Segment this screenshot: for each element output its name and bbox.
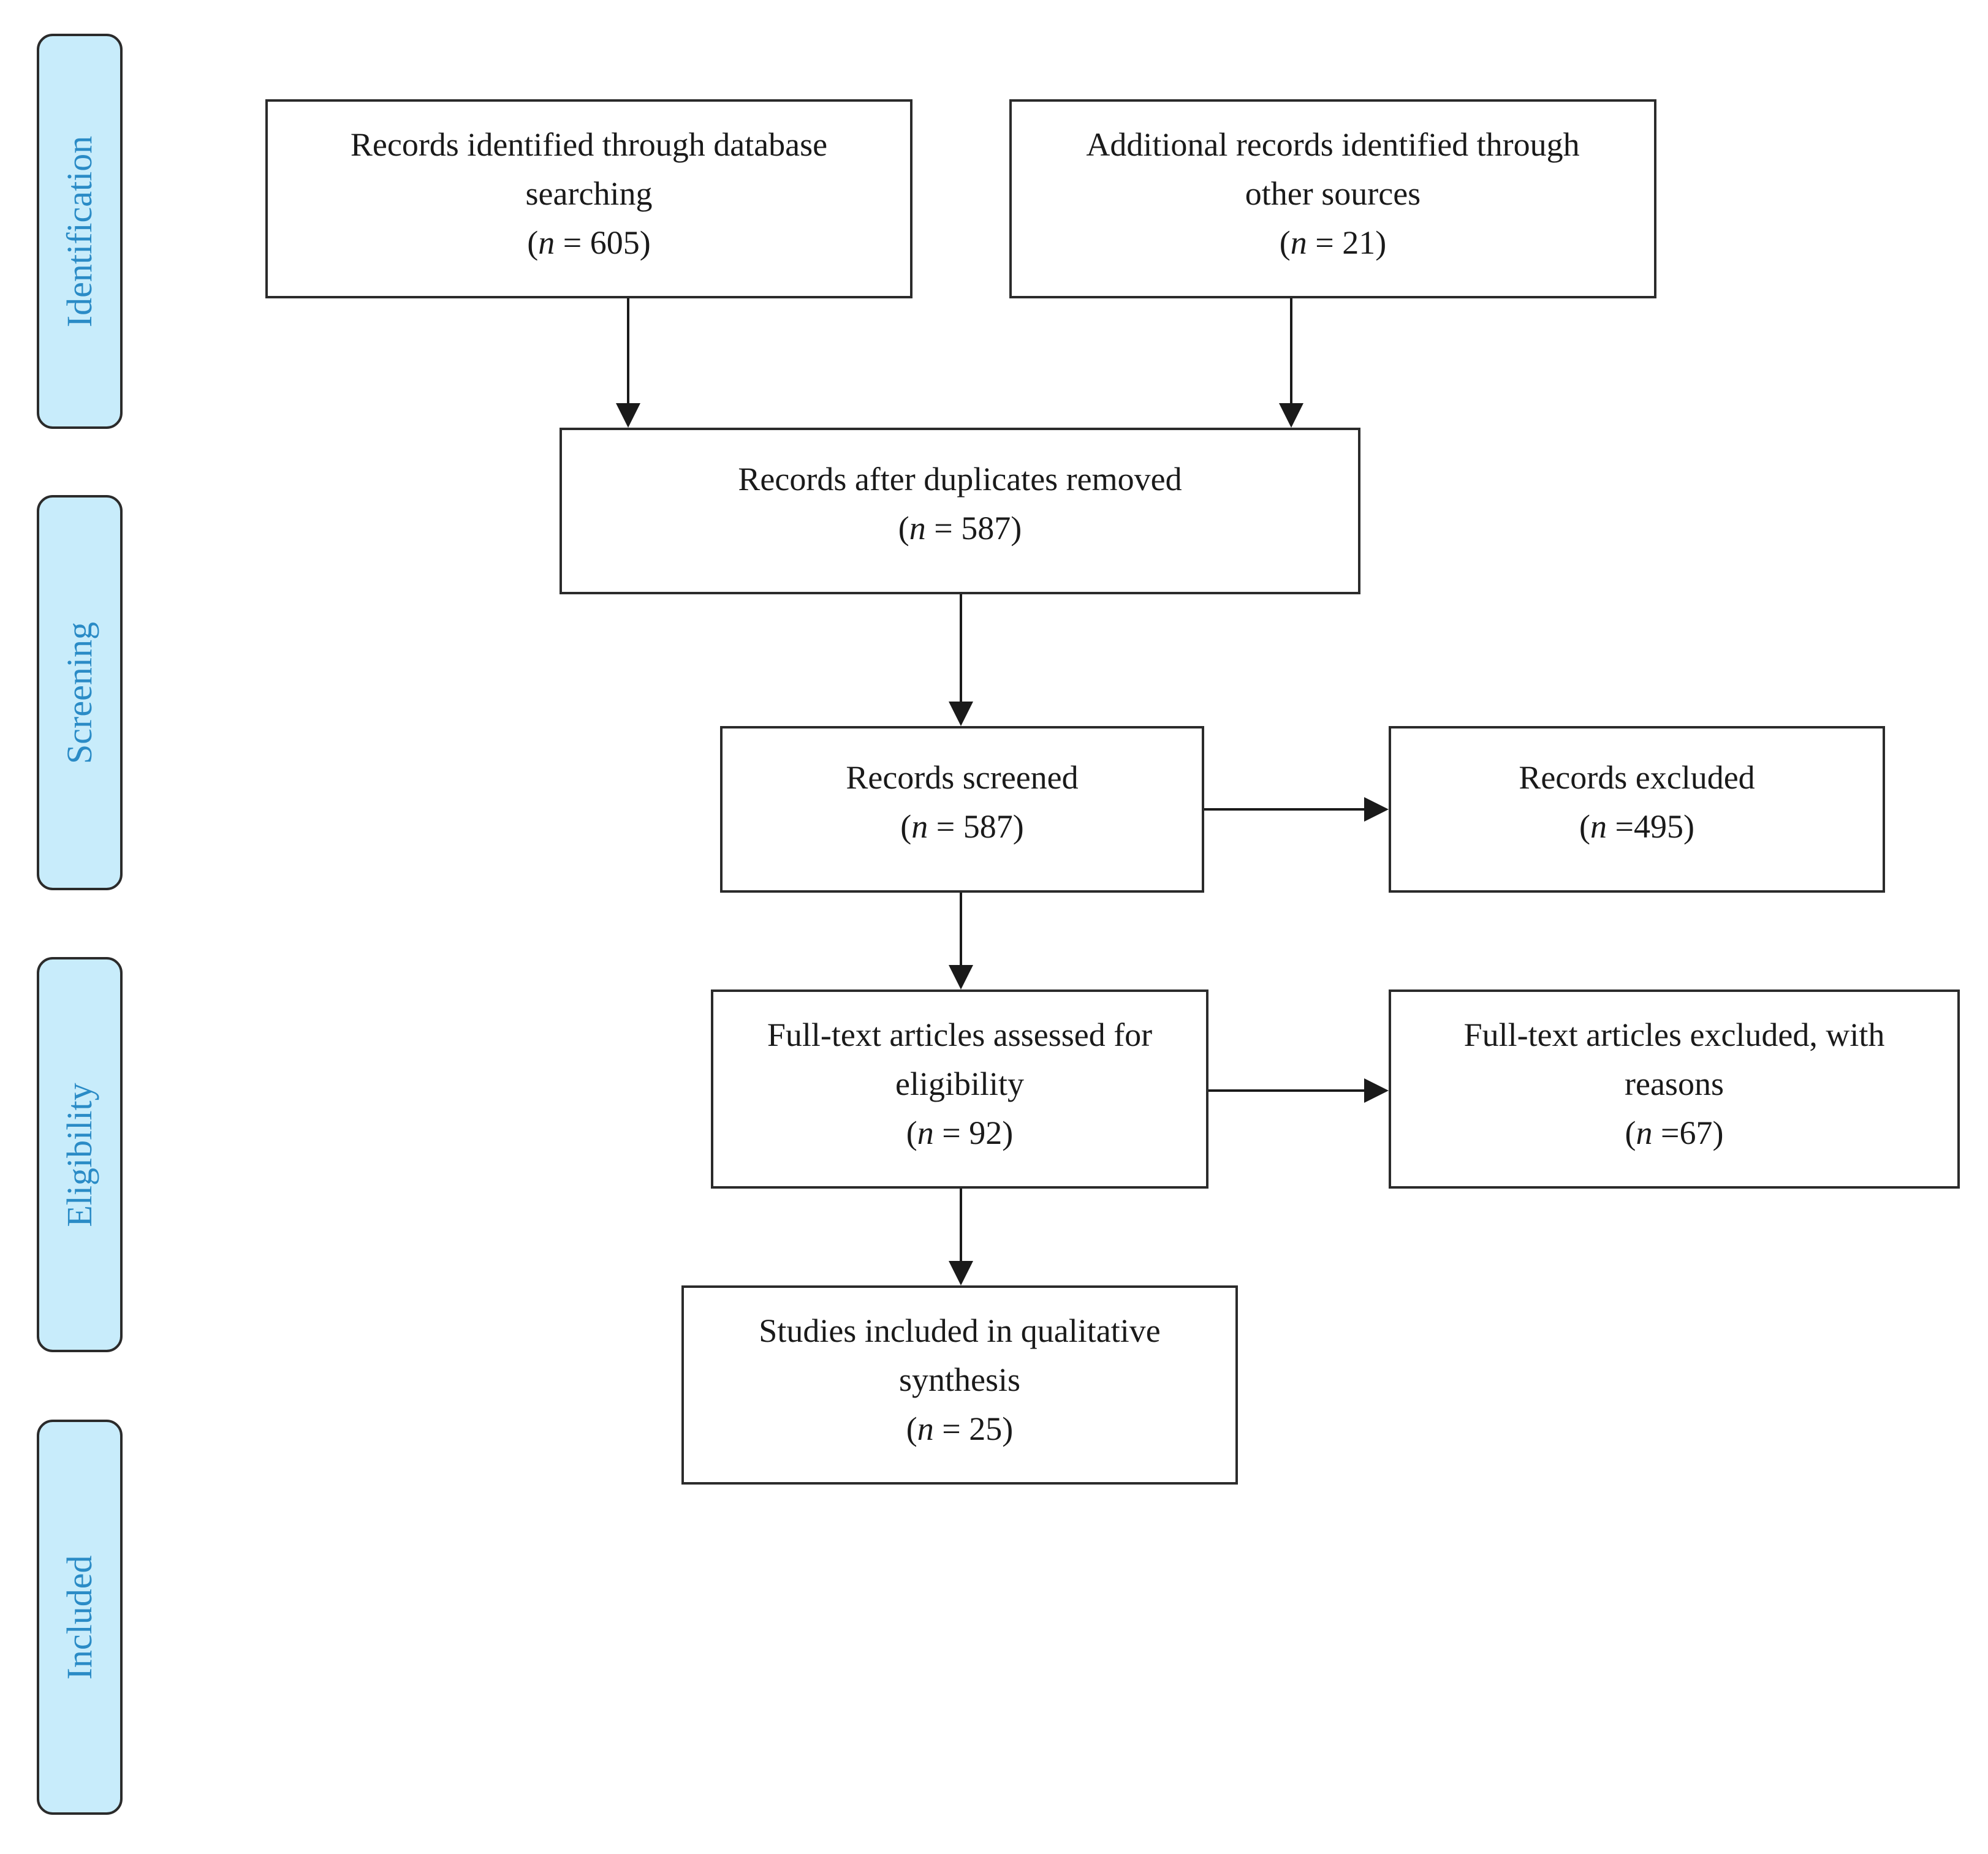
box-count: (n = 25) bbox=[906, 1410, 1014, 1447]
box-text-line: other sources bbox=[1245, 175, 1421, 212]
phase-screening: Screening bbox=[37, 495, 123, 890]
box-text-line: Records identified through database bbox=[350, 126, 828, 163]
box-text-line: reasons bbox=[1625, 1065, 1724, 1102]
box-text-line: Records screened bbox=[846, 759, 1079, 796]
box-text-line: searching bbox=[525, 175, 653, 212]
box-fulltext-assessed: Full-text articles assessed for eligibil… bbox=[711, 989, 1208, 1189]
box-records-screened: Records screened (n = 587) bbox=[720, 726, 1204, 893]
box-studies-included: Studies included in qualitative synthesi… bbox=[681, 1285, 1238, 1485]
phase-included: Included bbox=[37, 1420, 123, 1815]
box-fulltext-excluded: Full-text articles excluded, with reason… bbox=[1389, 989, 1960, 1189]
box-text-line: Studies included in qualitative bbox=[759, 1312, 1161, 1349]
box-other-sources: Additional records identified through ot… bbox=[1009, 99, 1656, 298]
box-text-line: Records after duplicates removed bbox=[738, 461, 1182, 498]
box-text-line: Additional records identified through bbox=[1086, 126, 1580, 163]
box-count: (n = 587) bbox=[898, 510, 1022, 547]
box-duplicates-removed: Records after duplicates removed (n = 58… bbox=[560, 428, 1360, 594]
box-text-line: Records excluded bbox=[1519, 759, 1755, 796]
box-text-line: synthesis bbox=[898, 1361, 1021, 1398]
box-count: (n =67) bbox=[1625, 1114, 1724, 1151]
box-text-line: Full-text articles excluded, with bbox=[1463, 1016, 1885, 1053]
phase-identification: Identification bbox=[37, 34, 123, 429]
box-count: (n = 21) bbox=[1279, 224, 1387, 261]
box-count: (n = 587) bbox=[900, 808, 1024, 845]
box-count: (n = 92) bbox=[906, 1114, 1014, 1151]
box-count: (n = 605) bbox=[527, 224, 651, 261]
box-count: (n =495) bbox=[1579, 808, 1694, 845]
box-database-records: Records identified through database sear… bbox=[265, 99, 912, 298]
phase-eligibility: Eligibility bbox=[37, 957, 123, 1352]
box-records-excluded: Records excluded (n =495) bbox=[1389, 726, 1885, 893]
box-text-line: Full-text articles assessed for bbox=[767, 1016, 1153, 1053]
box-text-line: eligibility bbox=[895, 1065, 1024, 1102]
